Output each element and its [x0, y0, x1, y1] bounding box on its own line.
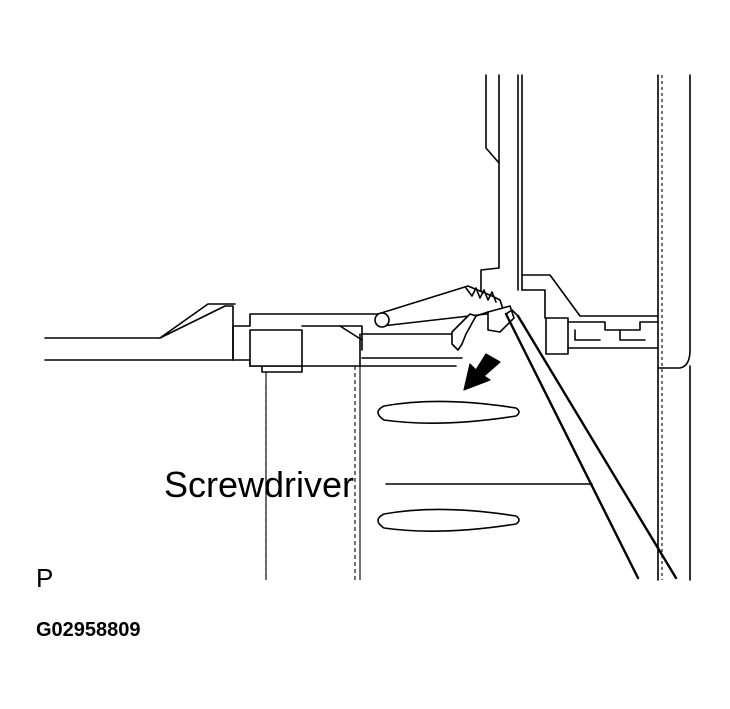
figure-code: G02958809	[36, 619, 141, 641]
down-left-arrow-icon	[463, 353, 501, 391]
door-panel	[480, 74, 691, 581]
screwdriver-callout: Screwdriver	[164, 464, 593, 505]
retaining-clip	[374, 285, 515, 351]
screwdriver-label: Screwdriver	[164, 464, 354, 505]
trim-panel	[44, 303, 463, 580]
screwdriver	[504, 309, 678, 580]
slot-holes	[377, 400, 520, 532]
view-letter: P	[36, 563, 53, 593]
